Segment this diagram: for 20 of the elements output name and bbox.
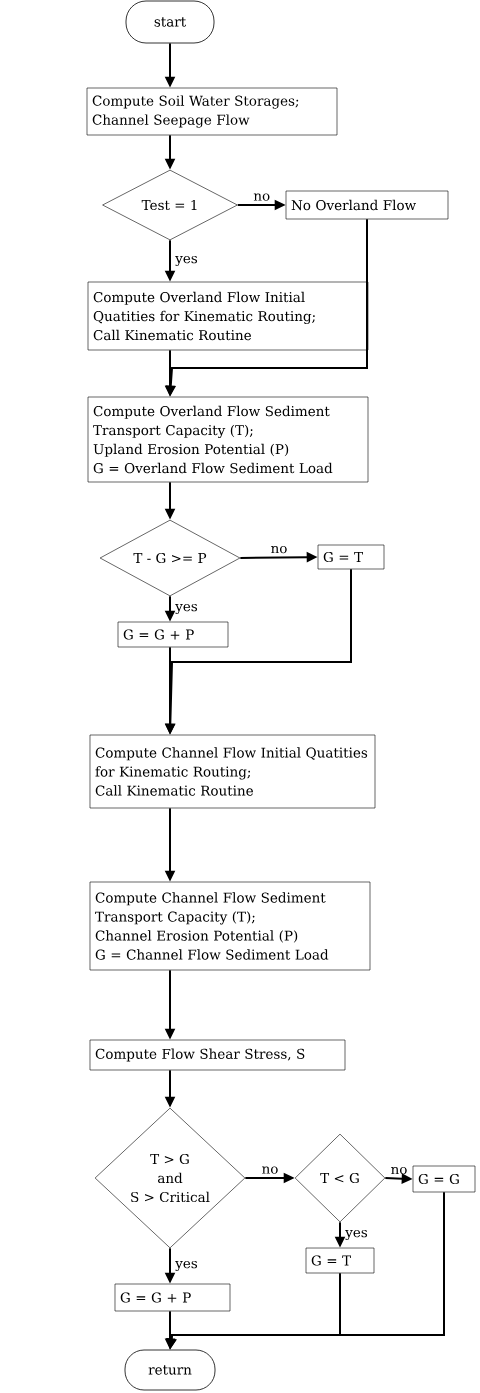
process-box: Compute Channel Flow Initial Quatities for Kinematic Routing; Call Kinematic Routine (89, 734, 376, 809)
edge-label: no (262, 1166, 278, 1174)
process-box: G = G + P (114, 1283, 231, 1312)
process-box: Compute Channel Flow Sediment Transport Capacity (T); Channel Erosion Potential (P) G = Channel Flow Sediment Load (89, 881, 371, 971)
process-box: No Overland Flow (285, 190, 449, 220)
process-box: Compute Soil Water Storages; Channel Seepage Flow (86, 87, 338, 136)
edge-label: no (391, 1166, 407, 1175)
process-box: G = T (317, 544, 385, 570)
edge-label: yes (175, 255, 198, 267)
edge-label: yes (345, 1229, 368, 1241)
process-box: Compute Overland Flow Initial Quatities for Kinematic Routing; Call Kinematic Routine (87, 281, 369, 351)
edge-label: no (253, 193, 270, 201)
process-box: Compute Overland Flow Sediment Transport Capacity (T); Upland Erosion Potential (P) G = Overland Flow Sediment Load (87, 396, 369, 483)
process-box: G = G (412, 1165, 476, 1193)
process-box: Compute Flow Shear Stress, S (89, 1039, 346, 1071)
process-box: G = T (305, 1247, 375, 1274)
process-box: G = G + P (117, 621, 229, 648)
edge-label: yes (175, 1260, 198, 1272)
edge-label: yes (175, 603, 198, 615)
edge-label: no (271, 545, 287, 554)
